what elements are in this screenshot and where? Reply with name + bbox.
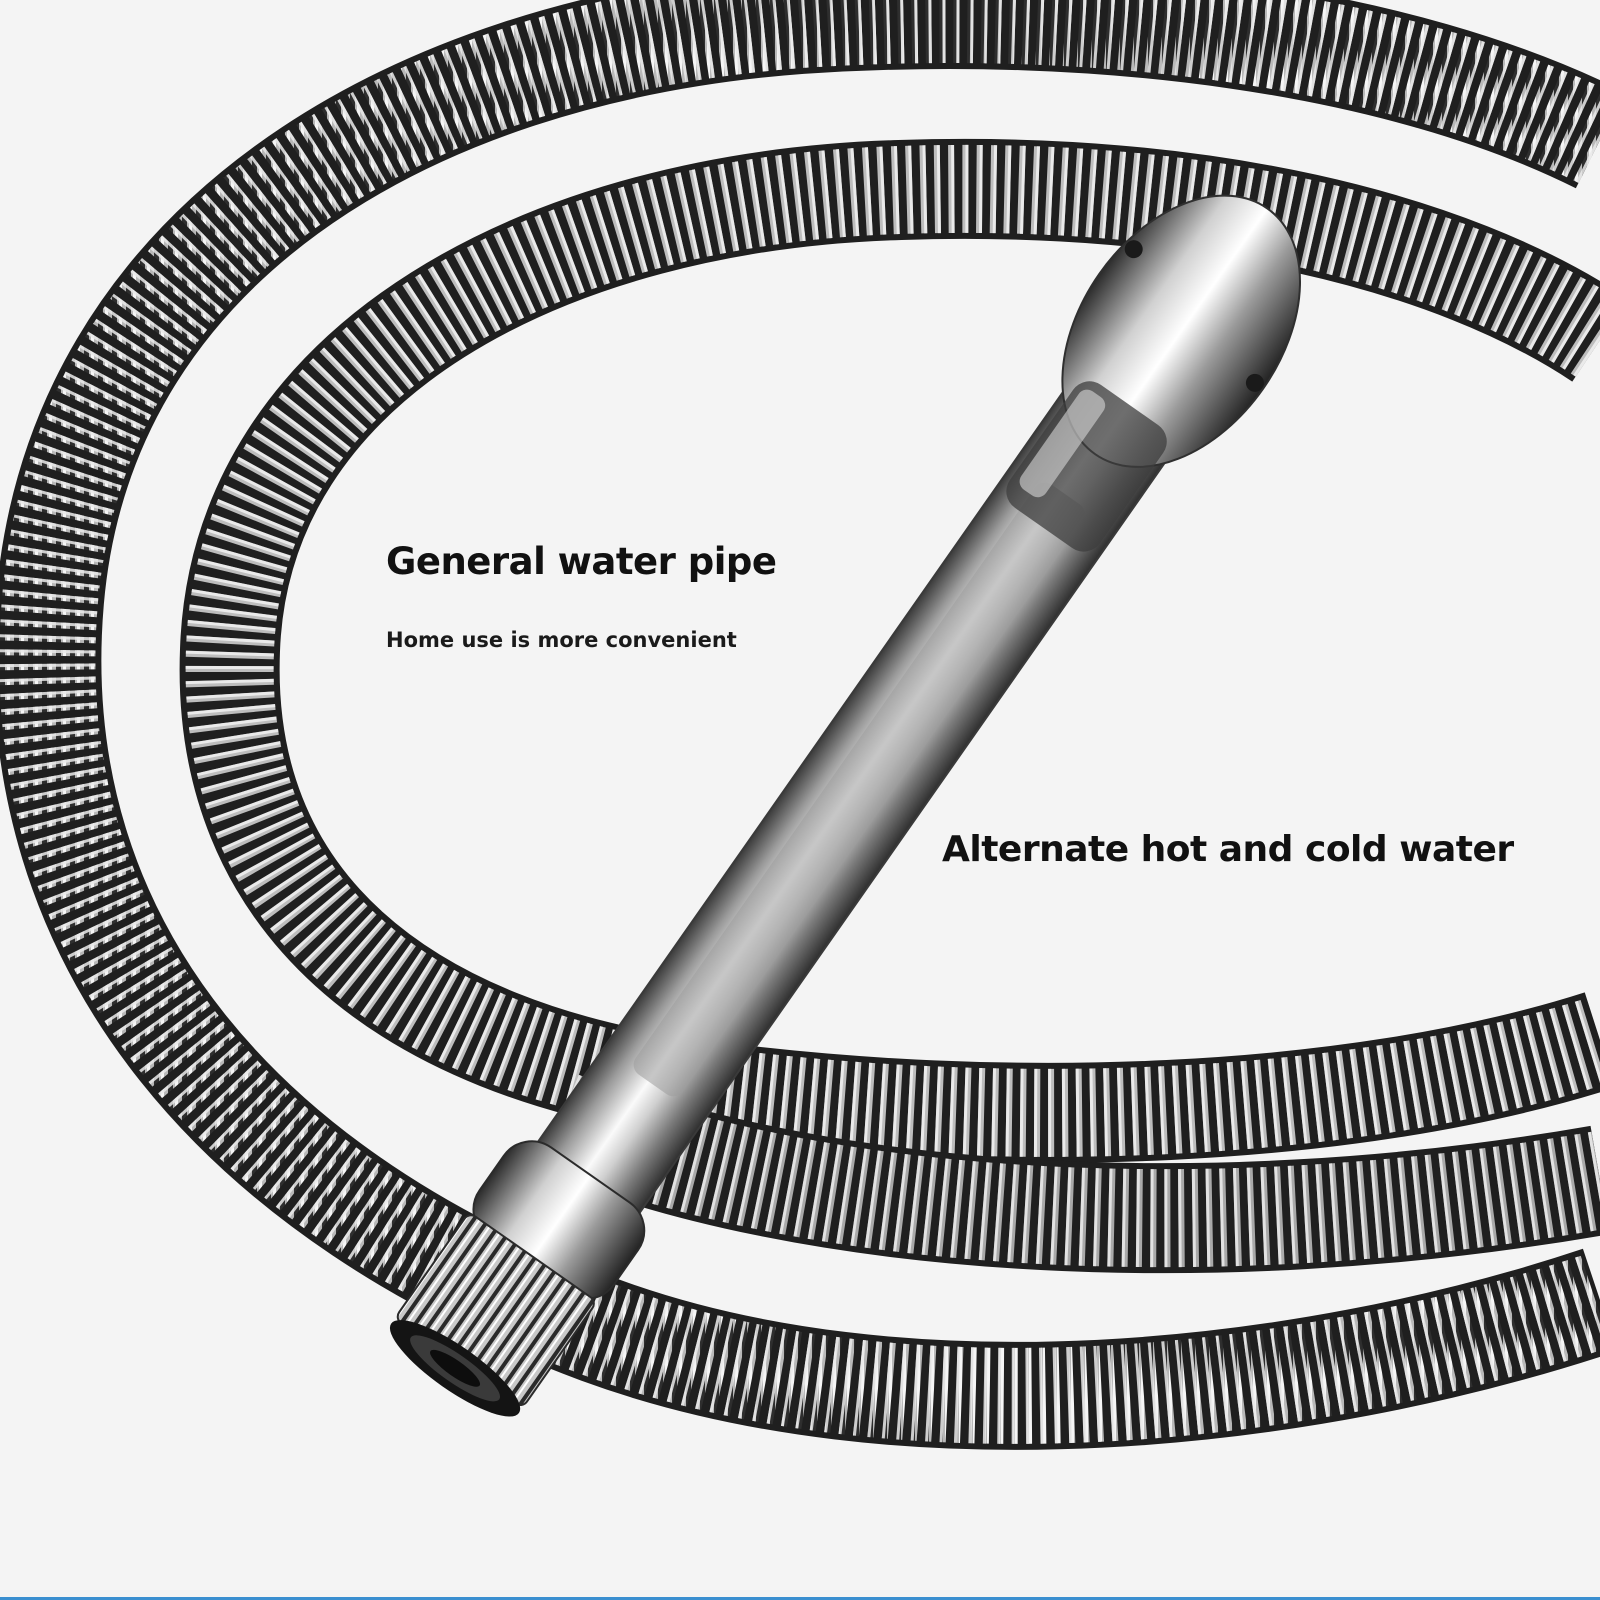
chrome-connector [389,194,1301,1417]
headline-alternate-hot-cold: Alternate hot and cold water [942,829,1514,870]
subline-home-use: Home use is more convenient [386,628,737,652]
headline-general-water-pipe: General water pipe [386,540,777,583]
bottom-accent-line [0,1597,1600,1600]
outer-hose-coil [0,0,1600,1450]
inner-hose-coil [179,138,1600,1163]
